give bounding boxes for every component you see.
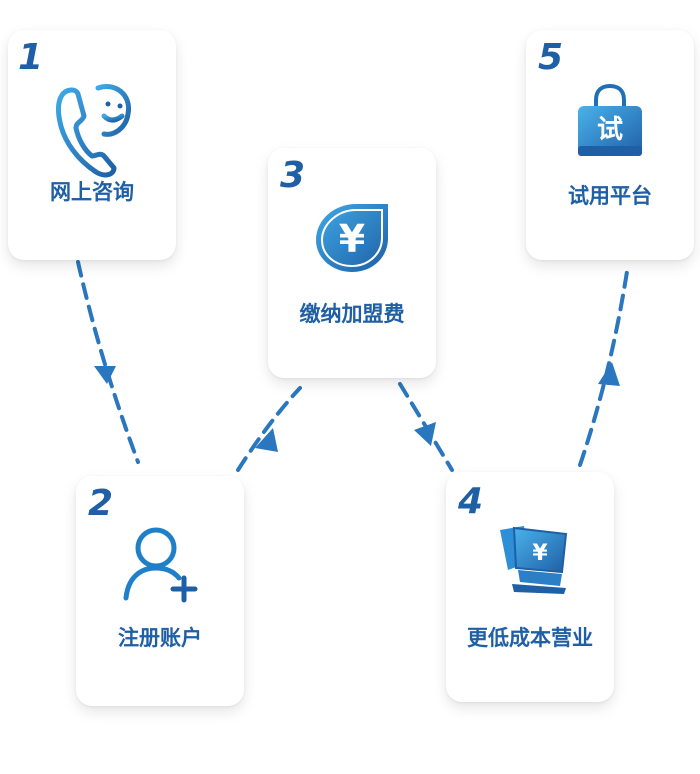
step-label-5: 试用平台 bbox=[568, 184, 652, 208]
arrowhead-4 bbox=[598, 362, 620, 386]
arrow-2-to-3 bbox=[236, 386, 302, 472]
step-number-5: 5 bbox=[538, 37, 564, 78]
step-number-4: 4 bbox=[458, 481, 484, 522]
pos-terminal-icon: ¥ bbox=[496, 522, 574, 604]
yen-symbol: ¥ bbox=[339, 217, 365, 261]
arrow-1-to-2 bbox=[76, 260, 140, 464]
step-label-2: 注册账户 bbox=[118, 626, 202, 650]
step-card-5: 5 试 试用平台 bbox=[526, 30, 694, 260]
step-card-1: 1 网上咨询 bbox=[8, 30, 176, 260]
step-card-4: 4 ¥ 更低成本营业 bbox=[446, 472, 614, 702]
trial-glyph: 试 bbox=[597, 115, 623, 145]
step-card-3: 3 ¥ 缴纳加盟费 bbox=[268, 148, 436, 378]
svg-text:¥: ¥ bbox=[532, 541, 548, 566]
arrowhead-3 bbox=[414, 422, 436, 446]
step-card-2: 2 注册账户 bbox=[76, 476, 244, 706]
step-label-3: 缴纳加盟费 bbox=[299, 302, 405, 326]
step-label-4: 更低成本营业 bbox=[467, 626, 593, 650]
trial-bag-icon: 试 bbox=[574, 83, 646, 164]
phone-smile-icon bbox=[52, 82, 134, 190]
user-add-icon bbox=[122, 526, 200, 610]
step-number-1: 1 bbox=[18, 37, 44, 78]
arrow-4-to-5 bbox=[578, 263, 630, 467]
arrowhead-1 bbox=[94, 366, 116, 384]
yen-drop-icon: ¥ bbox=[312, 200, 392, 280]
step-label-1: 网上咨询 bbox=[50, 180, 134, 204]
step-number-2: 2 bbox=[88, 483, 114, 524]
step-number-3: 3 bbox=[280, 155, 306, 196]
arrowhead-2 bbox=[255, 428, 278, 452]
